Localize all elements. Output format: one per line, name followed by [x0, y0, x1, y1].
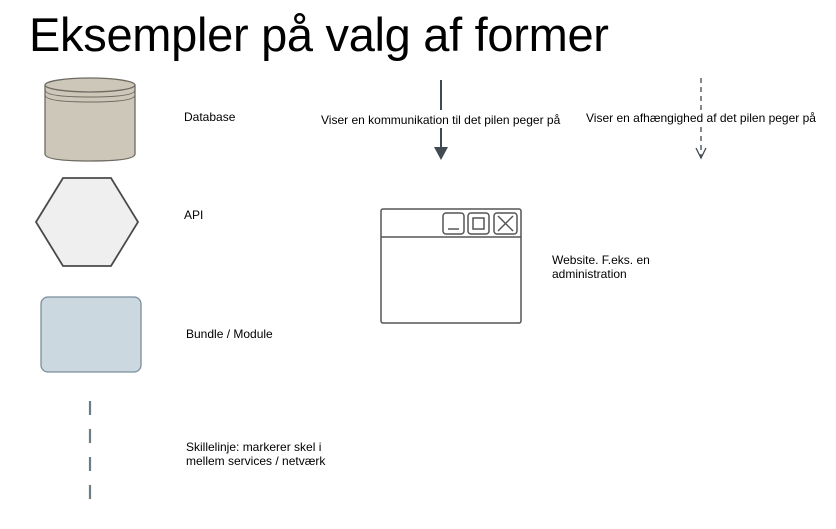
close-icon — [493, 212, 518, 235]
minimize-icon — [442, 212, 465, 235]
database-cylinder-icon — [44, 77, 136, 162]
bundle-rounded-rect-icon — [40, 296, 142, 373]
website-label-line2: administration — [552, 267, 627, 281]
dashed-arrow-icon — [695, 78, 707, 160]
separator-label: Skillelinje: markerer skel i mellem serv… — [186, 440, 325, 468]
communication-label: Viser en kommunikation til det pilen peg… — [321, 113, 561, 127]
page-title: Eksempler på valg af former — [29, 8, 609, 61]
website-label-line1: Website. F.eks. en — [552, 253, 650, 267]
dependency-label: Viser en afhængighed af det pilen peger … — [586, 111, 816, 125]
api-label: API — [184, 208, 204, 222]
website-label: Website. F.eks. en administration — [552, 253, 650, 281]
browser-window-icon — [380, 208, 522, 324]
solid-arrow-icon — [434, 80, 448, 160]
api-hexagon-icon — [34, 177, 140, 267]
maximize-icon — [467, 212, 490, 235]
separator-label-line2: mellem services / netværk — [186, 454, 326, 468]
separator-label-line1: Skillelinje: markerer skel i — [186, 440, 322, 454]
bundle-label: Bundle / Module — [186, 327, 273, 341]
database-label: Database — [184, 110, 236, 124]
